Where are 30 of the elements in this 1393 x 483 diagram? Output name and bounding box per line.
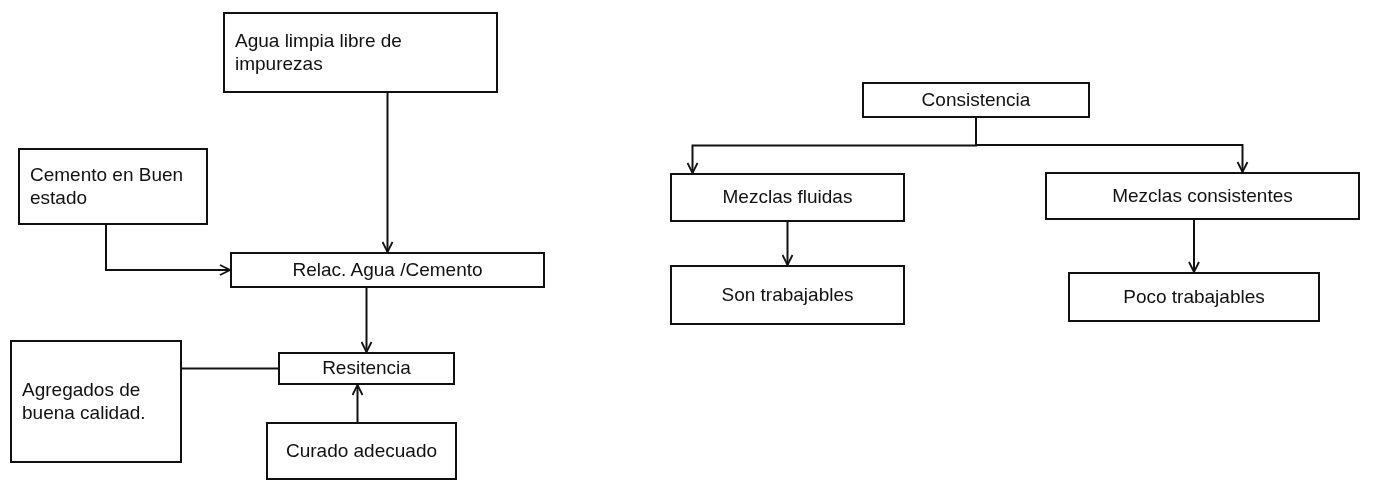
arrow (381, 92, 394, 253)
process-box (1045, 172, 1360, 220)
process-box (278, 352, 455, 385)
box-label: Curado adecuado (285, 439, 438, 463)
box-label: Consistencia (921, 88, 1031, 112)
process-box (670, 173, 905, 222)
arrow (781, 221, 794, 266)
arrow (351, 384, 364, 423)
box-label: Mezclas consistentes (1112, 184, 1293, 208)
connector-line (181, 367, 279, 370)
box-label: Relac. Agua /Cemento (292, 258, 483, 282)
process-box (862, 82, 1090, 118)
box-label: Son trabajables (721, 283, 854, 307)
box-label: Agregados de buena calidad. (22, 378, 147, 425)
process-box (18, 148, 208, 225)
process-box (1068, 272, 1320, 322)
box-label: Agua limpia libre de impurezas (235, 29, 403, 76)
box-label: Resitencia (322, 357, 411, 380)
arrow (360, 287, 373, 353)
box-label: Mezclas fluidas (722, 186, 853, 209)
arrow (1188, 219, 1200, 273)
arrow (975, 117, 1249, 173)
process-box (266, 422, 457, 480)
arrow (105, 224, 231, 276)
box-label: Poco trabajables (1123, 285, 1265, 309)
process-box (223, 12, 498, 93)
process-box (230, 252, 545, 288)
process-box (670, 265, 905, 325)
process-box (10, 340, 182, 463)
box-label: Cemento en Buen estado (30, 163, 185, 210)
